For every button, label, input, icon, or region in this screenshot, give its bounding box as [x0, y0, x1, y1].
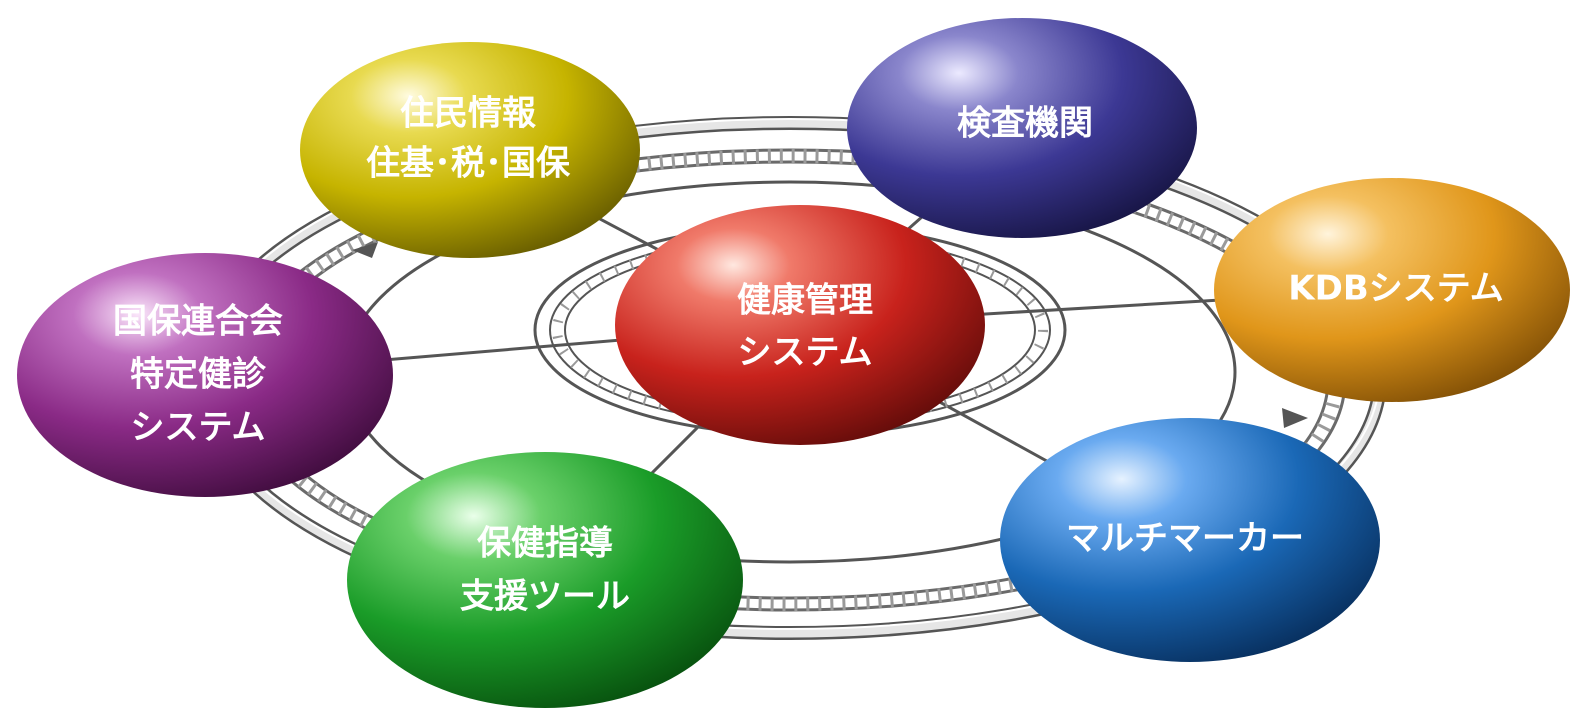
- resident-info-label-line-1: 住民情報: [400, 94, 536, 134]
- node-multi-marker[interactable]: マルチマーカー: [1000, 418, 1380, 662]
- center-label-line-2: システム: [738, 333, 873, 373]
- inspection-agency-label: 検査機関: [957, 104, 1093, 144]
- health-guidance-label-line-1: 保健指導: [477, 524, 613, 564]
- node-inspection-agency[interactable]: 検査機関: [847, 18, 1197, 238]
- node-kokuho-federation-system[interactable]: 国保連合会 特定健診 システム: [17, 253, 393, 497]
- resident-info-label-line-2: 住基･税･国保: [366, 144, 571, 184]
- health-guidance-label-line-2: 支援ツール: [460, 577, 630, 617]
- node-health-guidance-tool[interactable]: 保健指導 支援ツール: [347, 452, 743, 708]
- kokuho-label-line-3: システム: [131, 408, 266, 448]
- node-kdb-system[interactable]: KDBシステム: [1214, 178, 1570, 402]
- kdb-system-label: KDBシステム: [1288, 269, 1503, 309]
- ring-arrow-left: [352, 242, 378, 258]
- ring-arrow-right: [1282, 408, 1308, 428]
- kokuho-label-line-1: 国保連合会: [113, 302, 283, 342]
- center-node-health-management[interactable]: 健康管理 システム: [615, 205, 985, 445]
- multi-marker-label: マルチマーカー: [1066, 519, 1304, 559]
- kokuho-label-line-2: 特定健診: [130, 355, 267, 395]
- node-resident-info[interactable]: 住民情報 住基･税･国保: [300, 42, 640, 258]
- center-label-line-1: 健康管理: [737, 281, 873, 321]
